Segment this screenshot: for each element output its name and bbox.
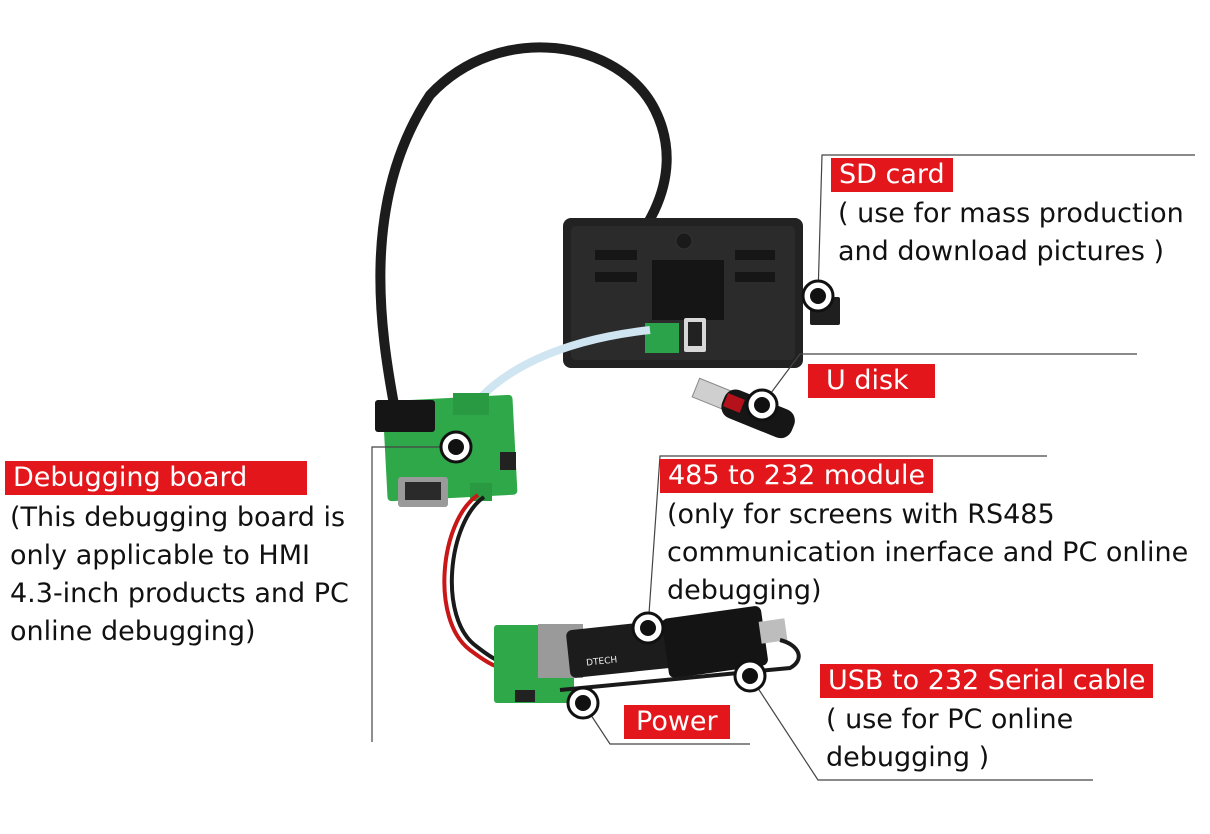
- board-leader: [371, 446, 456, 742]
- module-485-description: (only for screens with RS485 communicati…: [667, 499, 1189, 606]
- leader-lines: [371, 154, 1195, 781]
- debug-board-description: (This debugging board is only applicable…: [10, 502, 349, 647]
- module-marker: [631, 611, 665, 645]
- debug-board-label: Debugging board: [5, 461, 308, 495]
- sd-marker: [801, 279, 835, 313]
- module-485-label: 485 to 232 module: [660, 459, 934, 493]
- module-leader: [647, 455, 1047, 629]
- markers: [439, 279, 835, 720]
- usb-leader: [749, 675, 1093, 781]
- board-marker: [439, 430, 473, 464]
- sd-card-description: ( use for mass production and download p…: [838, 198, 1184, 267]
- usb-marker: [733, 659, 767, 693]
- usb-cable-description: ( use for PC online debugging ): [826, 704, 1074, 773]
- usb-cable-label: USB to 232 Serial cable: [820, 664, 1154, 698]
- sd-leader: [817, 154, 1195, 297]
- sd-card-label: SD card: [831, 158, 953, 192]
- udisk-marker: [745, 388, 779, 422]
- u-disk-part: [691, 377, 795, 439]
- udisk-leader: [761, 353, 1137, 406]
- black-cable: [375, 42, 672, 415]
- hmi-screen: [563, 218, 803, 368]
- power-label: Power: [624, 705, 730, 739]
- usb-cable: [559, 638, 801, 692]
- u-disk-label: U disk: [808, 364, 935, 398]
- dongle-brand-text: DTECH: [586, 655, 618, 668]
- power-marker: [566, 686, 600, 720]
